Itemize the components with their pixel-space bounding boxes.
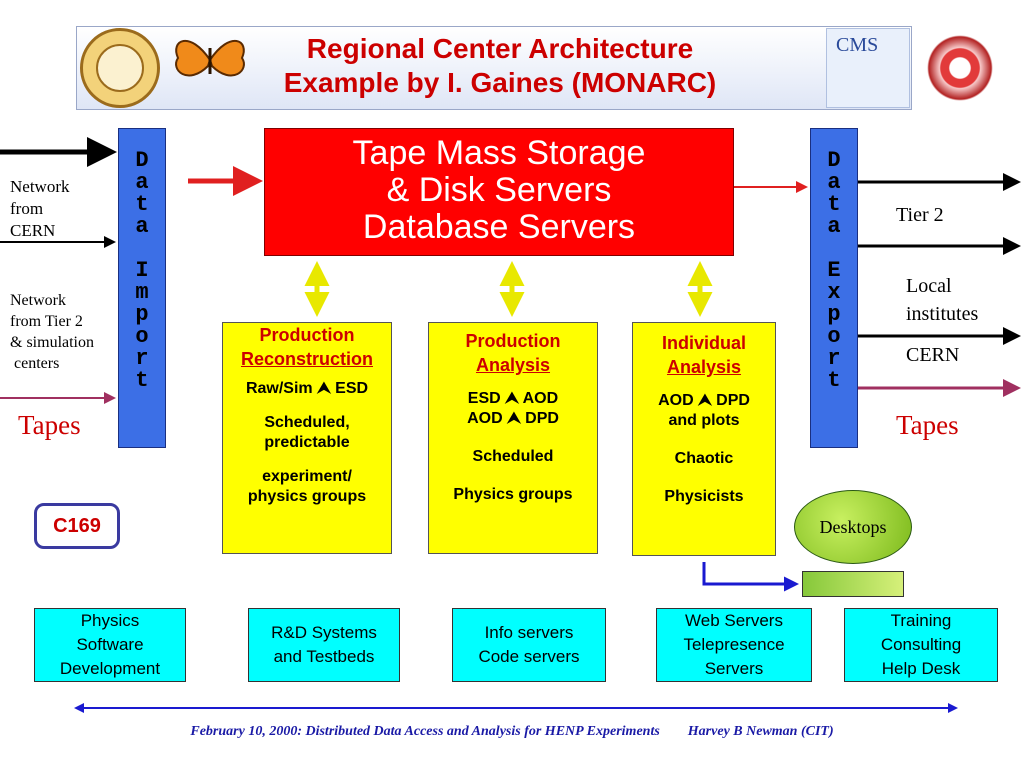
desktops-oval: Desktops (794, 490, 912, 564)
tapes-out-label: Tapes (896, 410, 959, 440)
footer: February 10, 2000: Distributed Data Acce… (190, 724, 834, 739)
cms-logo-text: CMS (836, 34, 879, 56)
network-from-tier2-label: Network from Tier 2 & simulation centers (10, 292, 94, 372)
cern-out-label: CERN (906, 344, 960, 366)
caltech-seal-center (96, 44, 144, 92)
mass-storage-box: Tape Mass Storage & Disk Servers Databas… (264, 128, 734, 256)
network-from-cern-label: Network from CERN (10, 177, 70, 240)
local-institutes-label: Local institutes (906, 275, 979, 325)
page-title: Regional Center Architecture Example by … (200, 32, 800, 100)
data-export-bar (810, 128, 858, 448)
arrow-icon: ⮝ (505, 390, 519, 407)
arrow-icon: ⮝ (698, 392, 712, 409)
arrow-icon: ⮝ (317, 380, 331, 397)
storage-line-2: & Disk Servers (386, 171, 612, 209)
slide-id-badge: C169 (34, 503, 120, 549)
data-import-bar (118, 128, 166, 448)
storage-line-1: Tape Mass Storage (352, 134, 646, 172)
lhc-logo (920, 28, 1000, 108)
tapes-in-label: Tapes (18, 410, 81, 440)
data-export-label: D a t a E x p o r t (827, 148, 841, 393)
individual-analysis-box: Individual Analysis AOD ⮝ DPD and plots … (632, 322, 776, 556)
production-reconstruction-box: Production Reconstruction Raw/Sim ⮝ ESD … (222, 322, 392, 554)
arrow-icon: ⮝ (507, 410, 521, 427)
cms-logo (826, 28, 910, 108)
data-import-label: D a t a I m p o r t (135, 148, 149, 393)
storage-line-3: Database Servers (362, 208, 636, 246)
production-analysis-box: Production Analysis ESD ⮝ AOD AOD ⮝ DPD … (428, 322, 598, 554)
title-line-1: Regional Center Architecture (306, 33, 694, 64)
tier2-label: Tier 2 (896, 204, 944, 226)
desktops-base (802, 571, 904, 597)
title-line-2: Example by I. Gaines (MONARC) (283, 67, 717, 98)
butterfly-icon (175, 39, 245, 77)
